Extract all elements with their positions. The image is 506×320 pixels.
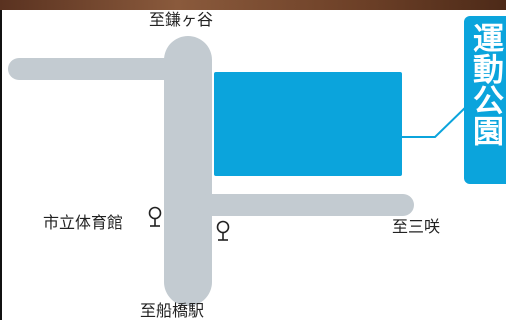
direction-label-south: 至船橋駅 — [140, 301, 205, 320]
direction-label-north: 至鎌ヶ谷 — [149, 10, 214, 29]
road-north-south — [164, 36, 212, 306]
landmark-pin-icon — [148, 206, 162, 227]
park-name-label: 運動公園 — [467, 22, 503, 146]
park-name-sign: 運動公園 — [464, 16, 506, 184]
park-area[interactable] — [214, 72, 402, 176]
top-photo-band — [0, 0, 506, 10]
road-east-branch — [198, 194, 414, 216]
landmark-pin-icon — [216, 220, 230, 241]
direction-label-east: 至三咲 — [392, 217, 441, 236]
landmark-label-city-gym: 市立体育館 — [43, 213, 124, 232]
road-west-branch — [8, 58, 188, 80]
map-frame — [0, 10, 506, 320]
